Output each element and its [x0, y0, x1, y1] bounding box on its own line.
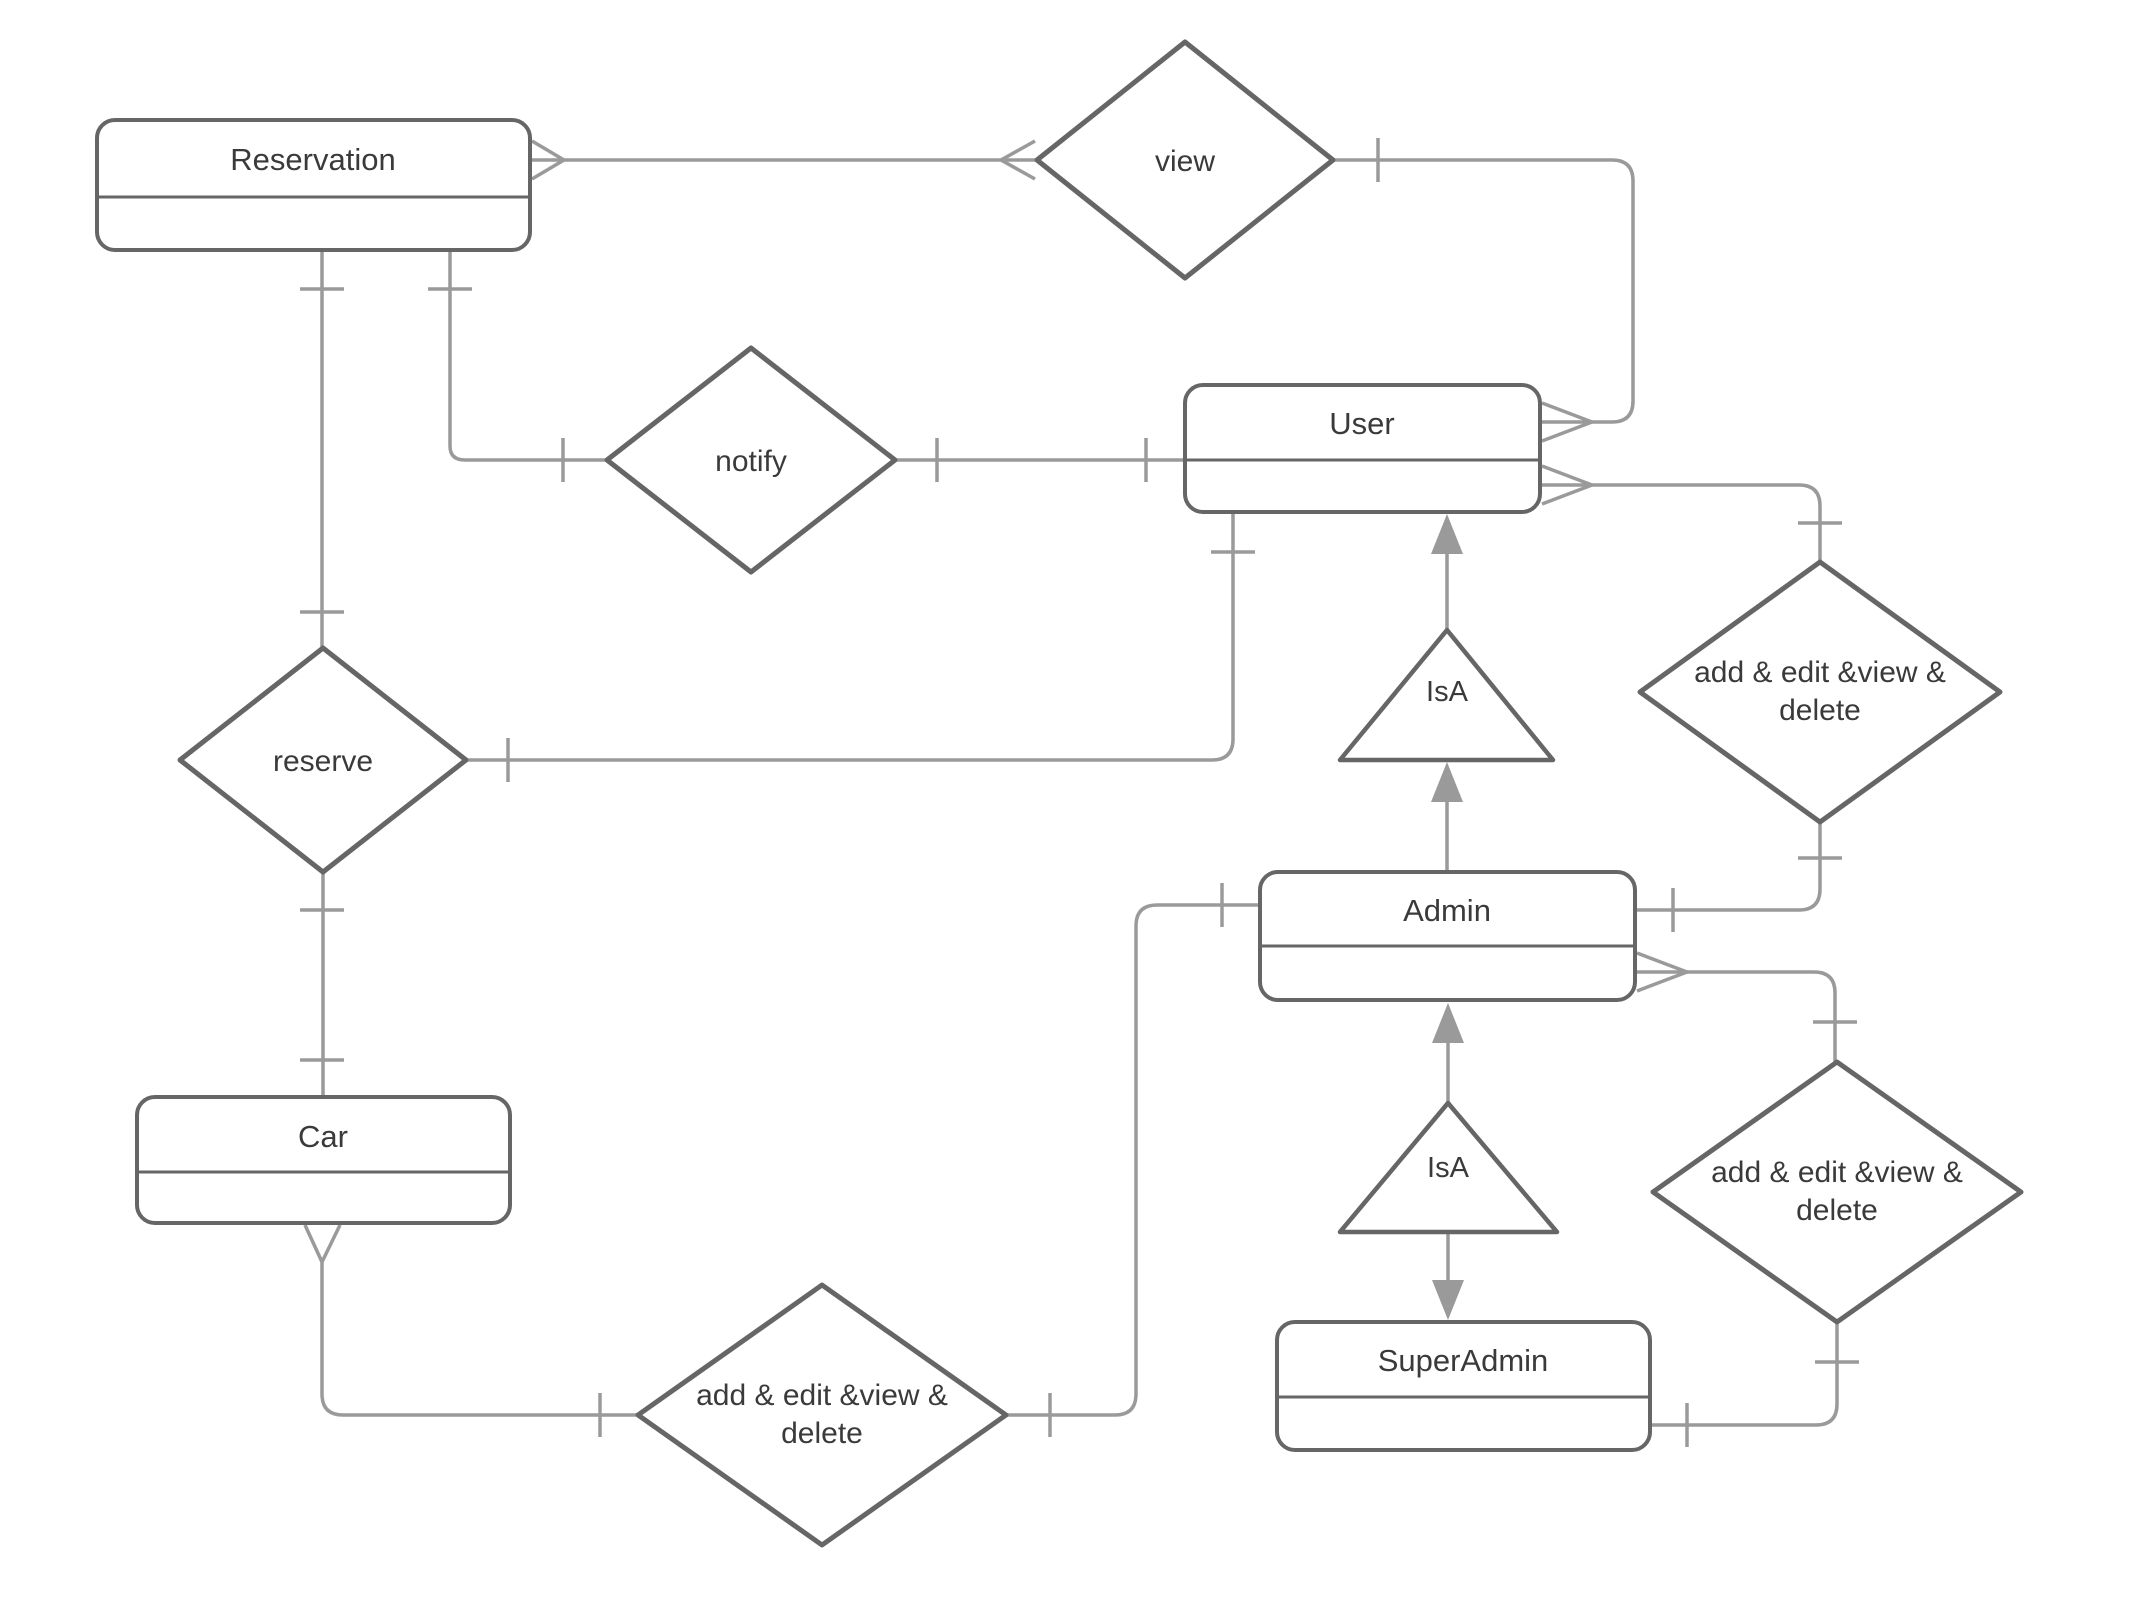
entity-admin-box[interactable]	[1258, 870, 1637, 1002]
many-mark-admin-lower-right	[1636, 951, 1688, 993]
entity-superadmin-label: SuperAdmin	[1378, 1343, 1549, 1378]
connector-view-user[interactable]	[1333, 158, 1635, 424]
entity-car-label: Car	[298, 1119, 348, 1154]
connector-layer	[320, 158, 1839, 1427]
many-mark-view-left	[1000, 139, 1036, 181]
relationship-car-admin-crud[interactable]: add & edit &view & delete	[635, 1282, 1009, 1548]
many-mark-user-upper-right	[1541, 401, 1593, 443]
relationship-view[interactable]: view	[1034, 39, 1336, 281]
entity-car-box[interactable]	[135, 1095, 512, 1225]
relationship-view-diamond[interactable]	[1034, 39, 1336, 281]
relationship-reserve[interactable]: reserve	[177, 645, 469, 875]
connector-user-crud[interactable]	[1540, 483, 1822, 562]
isa-admin-superadmin[interactable]: IsA	[1337, 1100, 1560, 1235]
isa-admin-superadmin-label: IsA	[1427, 1152, 1470, 1184]
entity-superadmin[interactable]: SuperAdmin	[1275, 1320, 1652, 1452]
relationship-notify[interactable]: notify	[604, 345, 898, 575]
entity-user-label: User	[1329, 406, 1394, 441]
relationship-user-admin-crud-diamond[interactable]	[1637, 559, 2003, 825]
connector-car-crud[interactable]	[320, 1262, 638, 1417]
isa-user-admin-label: IsA	[1426, 676, 1469, 708]
entity-reservation-label: Reservation	[230, 142, 395, 177]
isa-user-admin[interactable]: IsA	[1337, 627, 1556, 763]
entity-car[interactable]: Car	[135, 1095, 512, 1225]
connector-reservation-notify[interactable]	[448, 250, 607, 462]
relationship-car-admin-crud-label-line1: add & edit &view &	[696, 1379, 948, 1412]
arrow-up-into-isa1-icon	[1431, 762, 1463, 802]
relationship-car-admin-crud-label-line2: delete	[781, 1417, 863, 1450]
connector-crud-admin-right[interactable]	[1635, 822, 1822, 912]
relationship-notify-diamond[interactable]	[604, 345, 898, 575]
relationship-reserve-diamond[interactable]	[177, 645, 469, 875]
relationship-user-admin-crud-label-line1: add & edit &view &	[1694, 656, 1946, 689]
relationship-car-admin-crud-diamond[interactable]	[635, 1282, 1009, 1548]
arrow-down-into-superadmin-icon	[1432, 1280, 1464, 1320]
many-mark-car-bottom	[303, 1224, 342, 1263]
connector-crud-superadmin[interactable]	[1650, 1322, 1839, 1427]
entity-user-box[interactable]	[1183, 383, 1542, 514]
entity-admin[interactable]: Admin	[1258, 870, 1637, 1002]
many-mark-user-lower-right	[1541, 464, 1593, 506]
many-mark-reservation-right	[531, 139, 565, 181]
arrow-up-into-user-icon	[1431, 514, 1463, 554]
relationship-admin-superadmin-crud-diamond[interactable]	[1650, 1059, 2024, 1325]
cardinality-one-marks	[300, 138, 1859, 1447]
relationship-reserve-label: reserve	[273, 745, 373, 778]
arrow-up-into-admin-icon	[1432, 1003, 1464, 1043]
relationship-notify-label: notify	[715, 445, 787, 478]
isa-user-admin-triangle[interactable]	[1337, 627, 1556, 763]
relationship-admin-superadmin-crud-label-line1: add & edit &view &	[1711, 1156, 1963, 1189]
entity-superadmin-box[interactable]	[1275, 1320, 1652, 1452]
relationship-user-admin-crud[interactable]: add & edit &view & delete	[1637, 559, 2003, 825]
relationship-admin-superadmin-crud[interactable]: add & edit &view & delete	[1650, 1059, 2024, 1325]
connector-reserve-user[interactable]	[466, 513, 1235, 762]
relationship-user-admin-crud-label-line2: delete	[1779, 694, 1861, 727]
isa-admin-superadmin-triangle[interactable]	[1337, 1100, 1560, 1235]
connector-crud-admin-left[interactable]	[1006, 903, 1260, 1417]
entity-user[interactable]: User	[1183, 383, 1542, 514]
connector-admin-crud[interactable]	[1635, 970, 1837, 1062]
entity-admin-label: Admin	[1403, 893, 1491, 928]
entity-reservation-box[interactable]	[95, 118, 532, 252]
relationship-view-label: view	[1155, 145, 1215, 178]
relationship-admin-superadmin-crud-label-line2: delete	[1796, 1194, 1878, 1227]
entity-reservation[interactable]: Reservation	[95, 118, 532, 252]
crow-foot-marks	[303, 139, 1688, 1263]
generalization-arrows	[1431, 514, 1464, 1320]
